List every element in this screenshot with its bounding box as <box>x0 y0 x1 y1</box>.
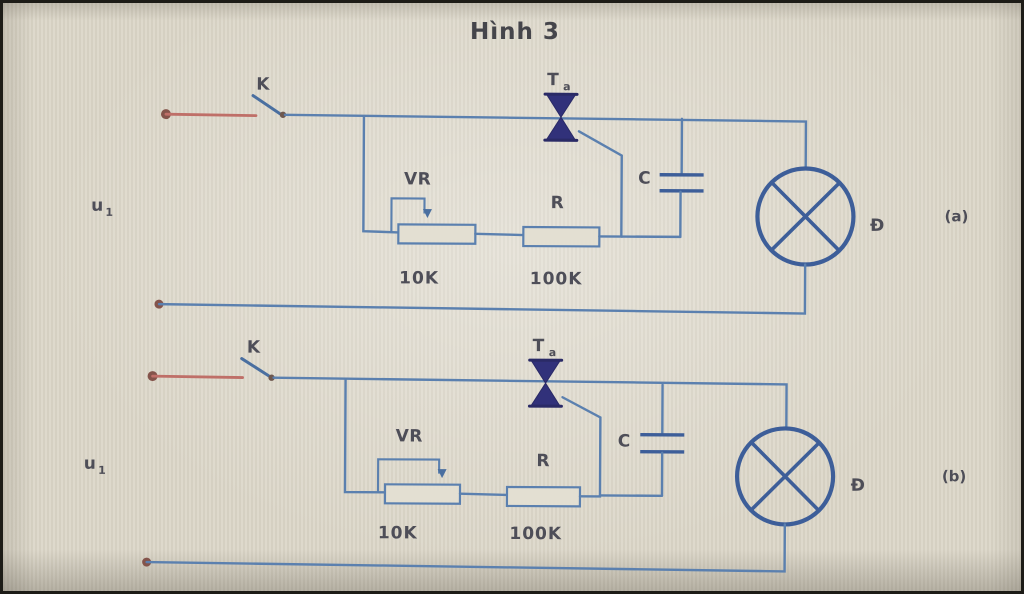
figure-sublabel: (a) <box>944 207 968 225</box>
resistor-value: 100K <box>509 524 562 544</box>
pot-value: 10K <box>399 268 439 288</box>
capacitor-label: C <box>618 432 631 452</box>
triac-label: T <box>547 70 559 90</box>
top-wire <box>283 113 808 170</box>
capacitor-label: C <box>638 169 651 189</box>
pot-to-resistor-wire <box>474 232 525 237</box>
triac-label-subscript: a <box>563 80 571 93</box>
lamp-label: Đ <box>870 216 885 236</box>
pot-body <box>383 483 462 505</box>
pot-wiper-wire <box>390 197 432 232</box>
switch-label: K <box>256 75 270 95</box>
source-label-subscript: 1 <box>105 206 113 219</box>
top-wire <box>272 376 788 430</box>
resistor-body <box>522 225 601 248</box>
resistor-label: R <box>551 193 565 213</box>
pot-to-resistor-wire <box>458 492 509 497</box>
source-label-subscript: 1 <box>98 464 106 477</box>
bottom-wire <box>145 523 787 573</box>
switch-blade <box>240 357 271 378</box>
resistor-label: R <box>536 451 550 471</box>
pot-value: 10K <box>378 523 418 543</box>
triac-label: T <box>533 336 545 356</box>
pot-branch-wire <box>343 377 387 494</box>
gate-wire <box>561 396 602 498</box>
pot-label: VR <box>404 169 431 189</box>
source-wire-red <box>164 112 258 118</box>
circuit-figure: Hình 3 K VR 10K R 100K <box>84 19 968 573</box>
triac-label-subscript: a <box>549 346 557 359</box>
triac-symbol <box>527 358 564 408</box>
lamp-cross <box>769 180 842 253</box>
gate-wire <box>577 130 623 238</box>
triac-symbol <box>543 92 579 142</box>
source-label: u <box>84 454 97 474</box>
figure-title: Hình 3 <box>470 19 560 45</box>
lamp-cross <box>749 440 822 513</box>
switch-contact-dot <box>268 374 275 381</box>
pot-body <box>397 223 477 245</box>
circuit-a: K VR 10K R 100K T a C <box>91 70 968 315</box>
switch-contact-dot <box>279 111 287 118</box>
pot-wiper-wire <box>376 458 447 493</box>
pot-branch-wire <box>362 115 400 234</box>
source-wire-red <box>151 374 244 379</box>
switch-blade <box>251 94 282 116</box>
circuit-b: K VR 10K R 100K T a C <box>84 336 967 573</box>
source-label: u <box>91 196 104 216</box>
switch-label: K <box>247 338 261 358</box>
pot-label: VR <box>396 426 423 446</box>
bottom-wire <box>157 263 807 315</box>
resistor-value: 100K <box>530 269 583 289</box>
lamp-label: Đ <box>851 476 866 496</box>
resistor-body <box>505 485 582 508</box>
figure-sublabel: (b) <box>942 467 967 485</box>
